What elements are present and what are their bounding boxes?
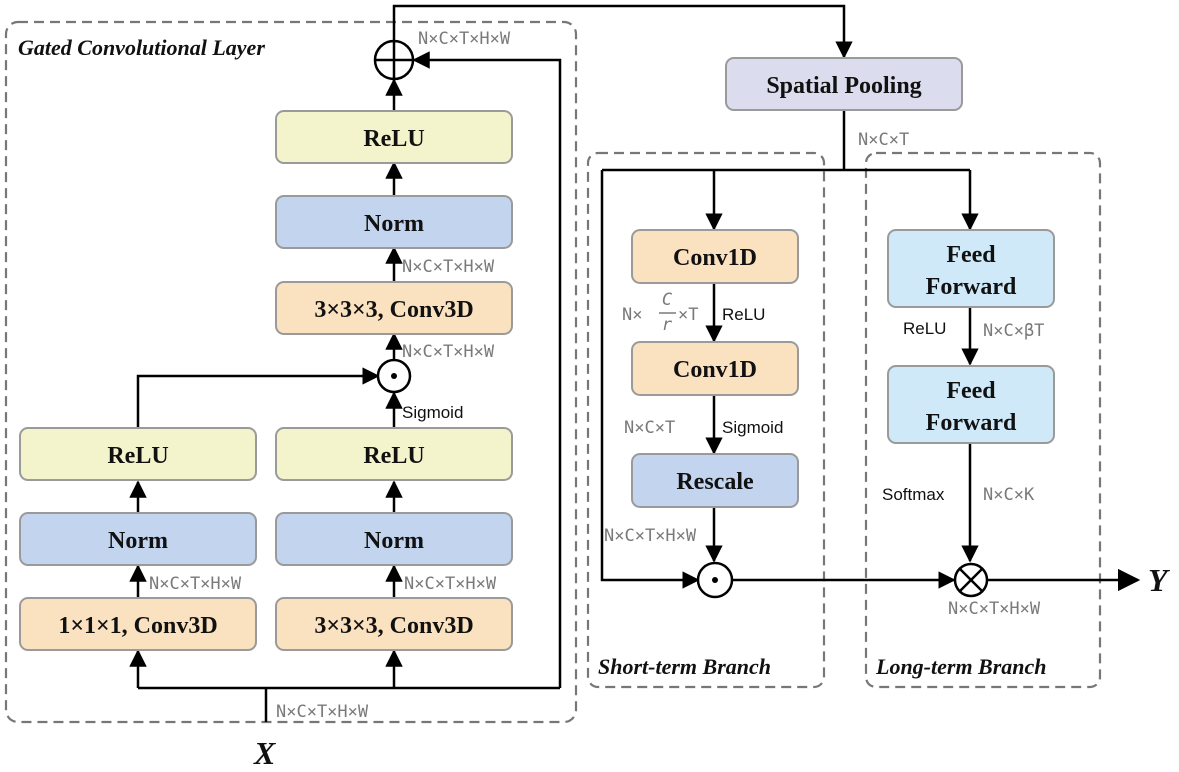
short-conv2-label: Conv1D <box>673 357 757 383</box>
long-ff2-box: Feed Forward <box>887 365 1055 444</box>
short-conv2-box: Conv1D <box>631 341 799 396</box>
dim-short-reduced-num: C <box>662 290 673 310</box>
short-rescale-box: Rescale <box>631 453 799 508</box>
dim-residual-out: N×C×T×H×W <box>418 29 511 49</box>
long-term-title: Long-term Branch <box>875 654 1047 679</box>
top-relu-label: ReLU <box>363 126 424 152</box>
gate-multiply-icon <box>376 358 412 394</box>
dim-right-conv-out: N×C×T×H×W <box>404 574 497 594</box>
dim-long-kernel: N×C×K <box>983 485 1035 505</box>
short-multiply-icon <box>696 561 734 599</box>
dim-short-conv2-out: N×C×T <box>624 418 675 438</box>
dim-short-reduced-den: r <box>662 315 673 335</box>
short-rescale-label: Rescale <box>676 469 754 495</box>
dim-input: N×C×T×H×W <box>276 702 369 722</box>
left-norm-label: Norm <box>108 528 168 554</box>
long-softmax-label: Softmax <box>882 485 945 504</box>
short-term-title: Short-term Branch <box>598 654 771 679</box>
long-ff1-box: Feed Forward <box>887 229 1055 308</box>
right-relu-box: ReLU <box>275 427 513 481</box>
input-x-label: X <box>253 735 276 771</box>
long-ff2-label-line2: Forward <box>926 410 1017 436</box>
short-sigmoid-label: Sigmoid <box>722 418 783 437</box>
long-ff1-label-line1: Feed <box>946 242 996 268</box>
gate-sigmoid-label: Sigmoid <box>402 403 463 422</box>
top-relu-box: ReLU <box>275 110 513 164</box>
dim-output: N×C×T×H×W <box>948 599 1041 619</box>
long-ff1-label-line2: Forward <box>926 274 1017 300</box>
dim-short-reduced-suffix: ×T <box>678 305 698 325</box>
left-conv-label: 1×1×1, Conv3D <box>58 613 217 639</box>
right-conv-box: 3×3×3, Conv3D <box>275 597 513 651</box>
dim-short-reduced-prefix: N× <box>622 305 642 325</box>
long-combine-icon <box>953 562 989 598</box>
dim-short-reduced: N× C r ×T <box>622 290 698 335</box>
dim-pooled: N×C×T <box>858 130 909 150</box>
residual-add-icon <box>373 39 415 81</box>
short-conv1-label: Conv1D <box>673 245 757 271</box>
left-conv-box: 1×1×1, Conv3D <box>19 597 257 651</box>
dim-short-rescale-out: N×C×T×H×W <box>604 526 697 546</box>
right-norm-label: Norm <box>364 528 424 554</box>
right-relu-label: ReLU <box>363 443 424 469</box>
long-ff2-label-line1: Feed <box>946 378 996 404</box>
spatial-pooling-box: Spatial Pooling <box>725 57 963 111</box>
output-y-label: Y <box>1148 562 1170 598</box>
long-term-region <box>864 151 1102 689</box>
top-norm-box: Norm <box>275 195 513 249</box>
gated-conv-region <box>4 20 578 724</box>
short-term-region <box>586 151 826 689</box>
long-relu-label: ReLU <box>903 319 946 338</box>
top-conv-label: 3×3×3, Conv3D <box>314 297 473 323</box>
left-norm-box: Norm <box>19 512 257 566</box>
left-relu-box: ReLU <box>19 427 257 481</box>
top-norm-label: Norm <box>364 211 424 237</box>
dim-gate-out: N×C×T×H×W <box>402 342 495 362</box>
right-norm-box: Norm <box>275 512 513 566</box>
right-conv-label: 3×3×3, Conv3D <box>314 613 473 639</box>
dim-top-conv-out: N×C×T×H×W <box>402 257 495 277</box>
left-relu-label: ReLU <box>107 443 168 469</box>
dim-left-conv-out: N×C×T×H×W <box>149 574 242 594</box>
dim-long-ff1-out: N×C×βT <box>983 321 1044 341</box>
gated-conv-title: Gated Convolutional Layer <box>18 35 265 60</box>
short-conv1-box: Conv1D <box>631 229 799 284</box>
spatial-pooling-label: Spatial Pooling <box>766 73 921 99</box>
top-conv-box: 3×3×3, Conv3D <box>275 281 513 335</box>
short-relu-label: ReLU <box>722 305 765 324</box>
